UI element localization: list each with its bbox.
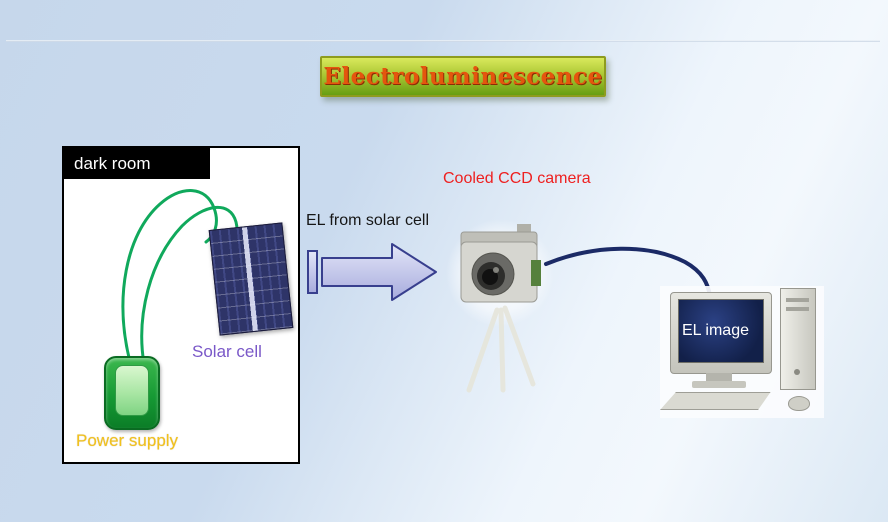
title-banner: Electroluminescence	[320, 56, 606, 97]
camera-knob	[517, 224, 531, 234]
block-arrow-icon	[307, 243, 437, 301]
drive-slot	[786, 307, 809, 311]
drive-slot	[786, 298, 809, 302]
computer-image: EL image	[660, 286, 824, 418]
dark-room-label: dark room	[64, 148, 210, 179]
mouse-icon	[788, 396, 810, 411]
wire-left	[121, 189, 218, 364]
cable-line	[544, 246, 712, 298]
camera-label: Cooled CCD camera	[443, 170, 591, 187]
camera-circuit-board	[531, 260, 541, 286]
tripod-icon	[466, 305, 536, 393]
lens-inner	[482, 269, 498, 285]
solar-cell-label: Solar cell	[192, 342, 262, 361]
el-arrow-label: EL from solar cell	[306, 212, 429, 229]
keyboard-icon	[660, 392, 771, 410]
monitor-neck	[706, 373, 732, 381]
tower-icon	[780, 288, 816, 390]
solar-cell-image	[208, 222, 294, 336]
divider-line	[6, 40, 880, 42]
power-supply-window	[115, 365, 149, 416]
monitor-base	[692, 381, 746, 388]
dark-room-box: Solar cell Power supply dark room	[62, 146, 300, 464]
el-image-label: EL image	[682, 322, 749, 339]
arrow-body	[321, 243, 437, 301]
monitor-icon: EL image	[670, 292, 772, 374]
page-title: Electroluminescence	[323, 63, 603, 90]
power-supply-label: Power supply	[76, 431, 179, 450]
power-button-dot	[794, 369, 800, 375]
cable-path	[544, 246, 712, 298]
arrow-tail-bar	[307, 250, 318, 294]
ccd-camera-image	[446, 219, 554, 393]
lens-highlight	[493, 267, 499, 273]
monitor-screen: EL image	[678, 299, 764, 363]
power-supply-icon	[104, 356, 160, 430]
